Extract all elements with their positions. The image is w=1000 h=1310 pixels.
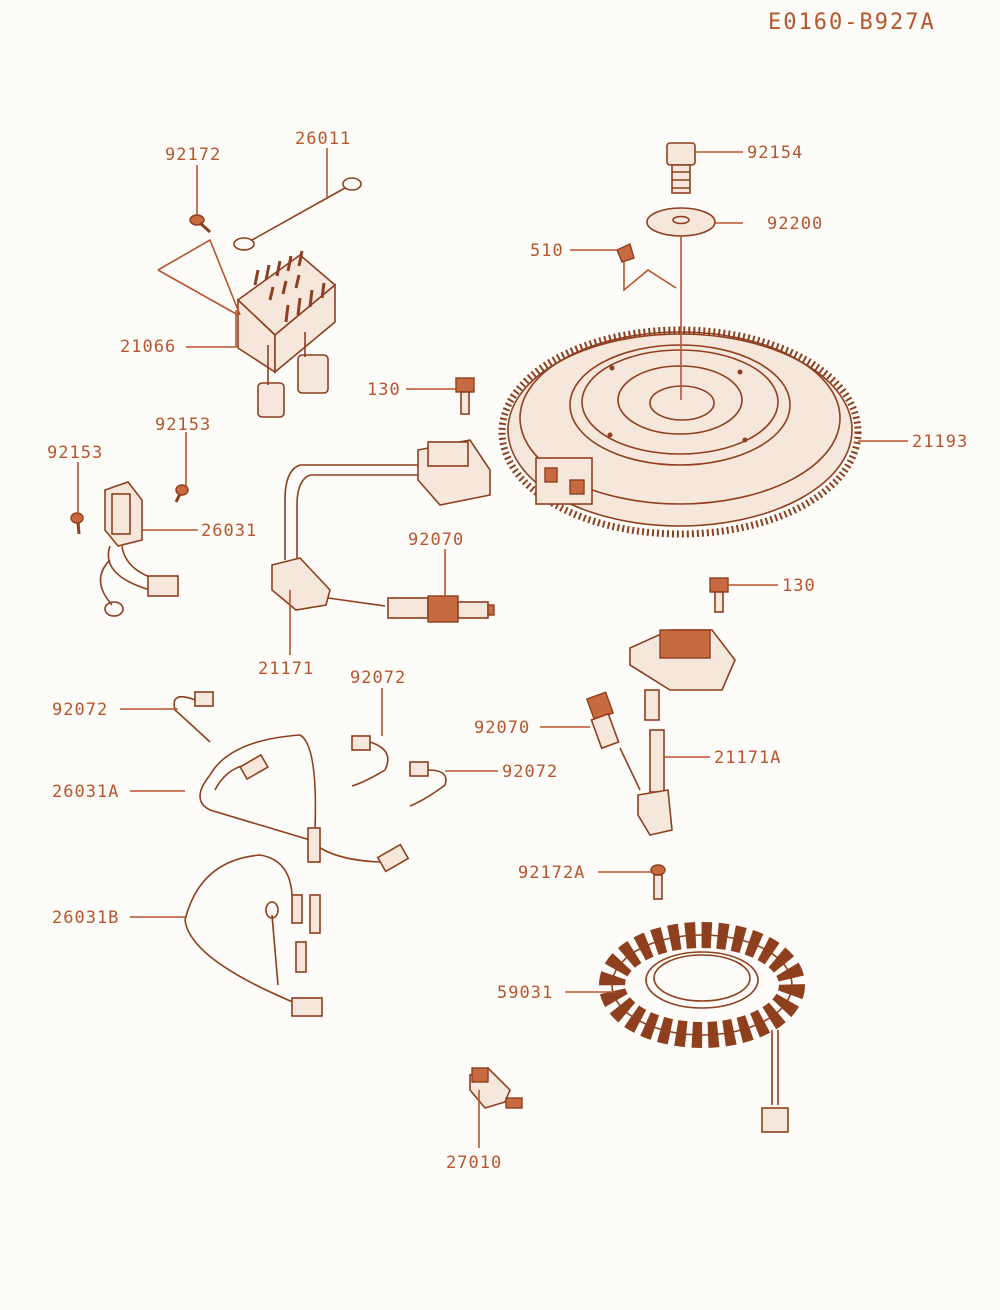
callout-21171A[interactable]: 21171A — [714, 748, 781, 768]
regulator-part[interactable] — [236, 250, 337, 418]
lead-wire-a-part[interactable] — [199, 734, 410, 873]
callout-92200[interactable]: 92200 — [767, 214, 823, 234]
flywheel-part[interactable] — [498, 326, 862, 538]
callout-92072-right[interactable]: 92072 — [502, 762, 558, 782]
clamp-b-part[interactable] — [351, 735, 389, 787]
callout-92153-lower[interactable]: 92153 — [47, 443, 103, 463]
regulator-screw-part[interactable] — [189, 214, 212, 234]
ignition-coil-part[interactable] — [271, 439, 491, 611]
oil-pressure-switch-part[interactable] — [469, 1067, 523, 1109]
callout-26011[interactable]: 26011 — [295, 129, 351, 149]
callout-21066[interactable]: 21066 — [120, 337, 176, 357]
callout-92072-center[interactable]: 92072 — [350, 668, 406, 688]
callout-130-upper[interactable]: 130 — [367, 380, 401, 400]
lead-wire-b-part[interactable] — [184, 854, 323, 1017]
callout-labels: 92172 26011 21066 92153 92153 26031 130 … — [47, 129, 968, 1173]
ignition-coil-b-part[interactable] — [629, 629, 736, 836]
spark-plug-part[interactable] — [387, 595, 495, 623]
callout-92172[interactable]: 92172 — [165, 145, 221, 165]
callout-92072-left[interactable]: 92072 — [52, 700, 108, 720]
clamp-c-part[interactable] — [409, 761, 447, 807]
callout-21193[interactable]: 21193 — [912, 432, 968, 452]
stator-part[interactable] — [599, 922, 805, 1133]
diode-part[interactable] — [99, 481, 179, 617]
callout-92153-upper[interactable]: 92153 — [155, 415, 211, 435]
callout-27010[interactable]: 27010 — [446, 1153, 502, 1173]
callout-92172A[interactable]: 92172A — [518, 863, 585, 883]
callout-510[interactable]: 510 — [530, 241, 564, 261]
callout-26031A[interactable]: 26031A — [52, 782, 119, 802]
callout-26031B[interactable]: 26031B — [52, 908, 119, 928]
clamp-a-part[interactable] — [173, 691, 214, 743]
callout-26031[interactable]: 26031 — [201, 521, 257, 541]
flywheel-washer-part[interactable] — [646, 207, 716, 237]
flywheel-bolt-part[interactable] — [666, 142, 696, 194]
callout-92070-lower[interactable]: 92070 — [474, 718, 530, 738]
stator-bolt-part[interactable] — [650, 864, 666, 900]
callout-92154[interactable]: 92154 — [747, 143, 803, 163]
diode-screw-a-part[interactable] — [70, 512, 84, 535]
flywheel-key-part[interactable] — [616, 243, 635, 263]
callout-21171[interactable]: 21171 — [258, 659, 314, 679]
callout-59031[interactable]: 59031 — [497, 983, 553, 1003]
coil-b-bolt-part[interactable] — [709, 577, 729, 613]
ground-lead-part[interactable] — [233, 177, 362, 251]
callout-130-lower[interactable]: 130 — [782, 576, 816, 596]
diagram-code: E0160-B927A — [768, 10, 936, 35]
leader-lines — [77, 148, 908, 1148]
spark-plug-b-part[interactable] — [585, 691, 641, 791]
diode-screw-b-part[interactable] — [174, 484, 189, 503]
coil-bolt-part[interactable] — [455, 377, 475, 415]
callout-92070-upper[interactable]: 92070 — [408, 530, 464, 550]
